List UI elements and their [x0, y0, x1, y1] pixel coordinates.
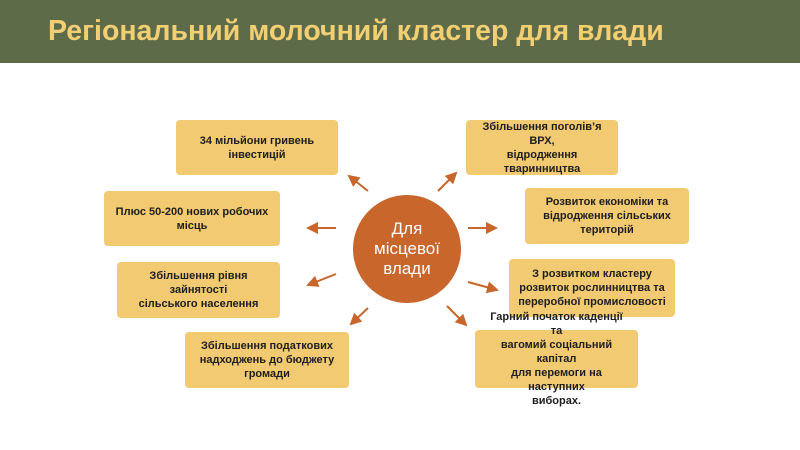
benefit-line: Збільшення поголів’я ВРХ,	[482, 120, 602, 147]
benefit-line: місць	[176, 219, 208, 232]
benefit-line: виборах.	[531, 395, 582, 407]
center-circle: Для місцевої влади	[353, 195, 461, 303]
benefit-line: сільського населення	[138, 298, 259, 310]
benefit-box-left-4: Збільшення податкових надходжень до бюдж…	[185, 332, 349, 388]
benefit-line: вагомий соціальний капітал	[500, 339, 613, 365]
benefit-line: відродження сільських	[543, 210, 671, 222]
center-label-line: місцевої	[374, 239, 440, 258]
benefit-line: Збільшення рівня зайнятості	[149, 270, 248, 296]
benefit-line: інвестицій	[228, 148, 286, 161]
benefit-box-left-3: Збільшення рівня зайнятості сільського н…	[117, 262, 280, 318]
benefit-box-left-1: 34 мільйони гривень інвестицій	[176, 120, 338, 175]
benefit-box-right-4: Гарний початок каденції та вагомий соціа…	[475, 311, 638, 407]
arrow-right-1	[437, 171, 458, 192]
benefit-box-right-2: Розвиток економіки та відродження сільсь…	[525, 188, 689, 244]
benefit-line: переробної промисловості	[518, 296, 666, 308]
benefit-line: Збільшення податкових	[201, 340, 333, 352]
center-label-line: влади	[383, 259, 431, 278]
arrow-left-3	[306, 273, 337, 287]
benefit-line: Плюс 50-200 нових робочих	[115, 205, 269, 218]
benefit-line: 34 мільйони гривень	[199, 134, 315, 147]
arrow-right-3	[467, 281, 499, 294]
page-title: Регіональний молочний кластер для влади	[48, 15, 664, 47]
arrow-left-4	[349, 307, 369, 326]
benefit-box-left-2: Плюс 50-200 нових робочих місць	[104, 191, 280, 246]
benefit-line: територій	[580, 224, 634, 236]
benefit-line: для перемоги на наступних	[511, 367, 602, 393]
benefit-line: розвиток рослинництва та	[519, 282, 665, 294]
benefit-box-right-1: Збільшення поголів’я ВРХ, відродження тв…	[466, 120, 618, 175]
benefit-line: Розвиток економіки та	[545, 196, 669, 208]
benefit-line: надходжень до бюджету	[199, 354, 335, 366]
arrow-right-4	[446, 305, 468, 327]
arrow-left-1	[347, 174, 369, 192]
benefit-line: громади	[244, 368, 290, 380]
header-bar: Регіональний молочний кластер для влади	[0, 0, 800, 63]
center-label-line: Для	[391, 219, 423, 238]
benefit-line: Гарний початок каденції та	[490, 311, 623, 337]
benefit-line: відродження тваринництва	[503, 148, 581, 175]
benefit-line: З розвитком кластеру	[532, 268, 652, 280]
benefit-box-right-3: З розвитком кластеру розвиток рослинницт…	[509, 259, 675, 317]
